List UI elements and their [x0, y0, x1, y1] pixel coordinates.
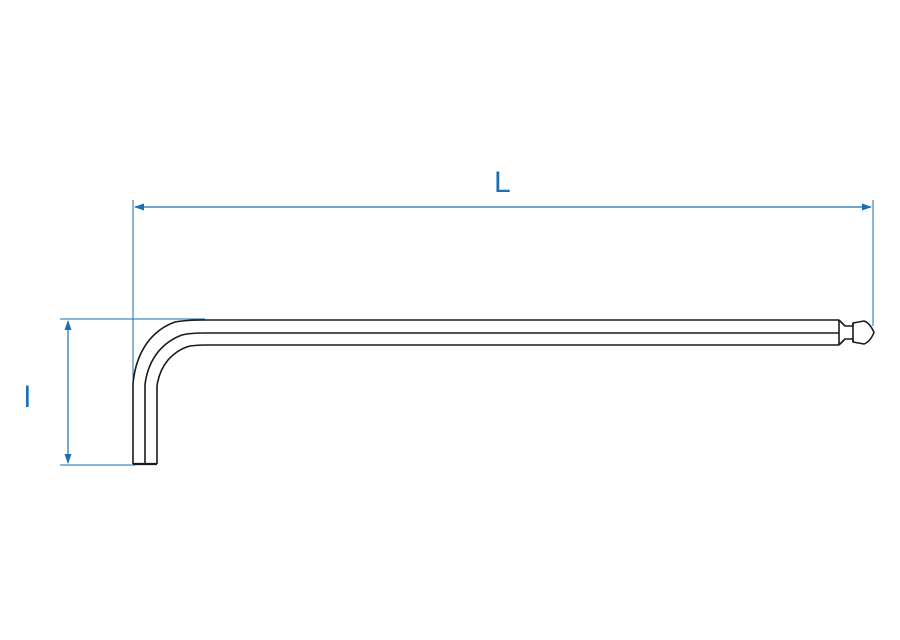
- ball-end: [838, 319, 875, 346]
- dimension-label-L: L: [494, 166, 511, 199]
- hex-key-middle-edge: [144, 332, 839, 464]
- hex-key-outline: [132, 319, 840, 466]
- dimension-l: [60, 318, 205, 466]
- hex-key-inner-edge: [156, 344, 839, 464]
- ball-end-neck: [838, 319, 853, 346]
- hex-key-outer-edge: [132, 319, 839, 464]
- dimension-label-l: l: [24, 381, 31, 414]
- dimension-L: [132, 200, 874, 380]
- ball-end-head: [852, 320, 875, 345]
